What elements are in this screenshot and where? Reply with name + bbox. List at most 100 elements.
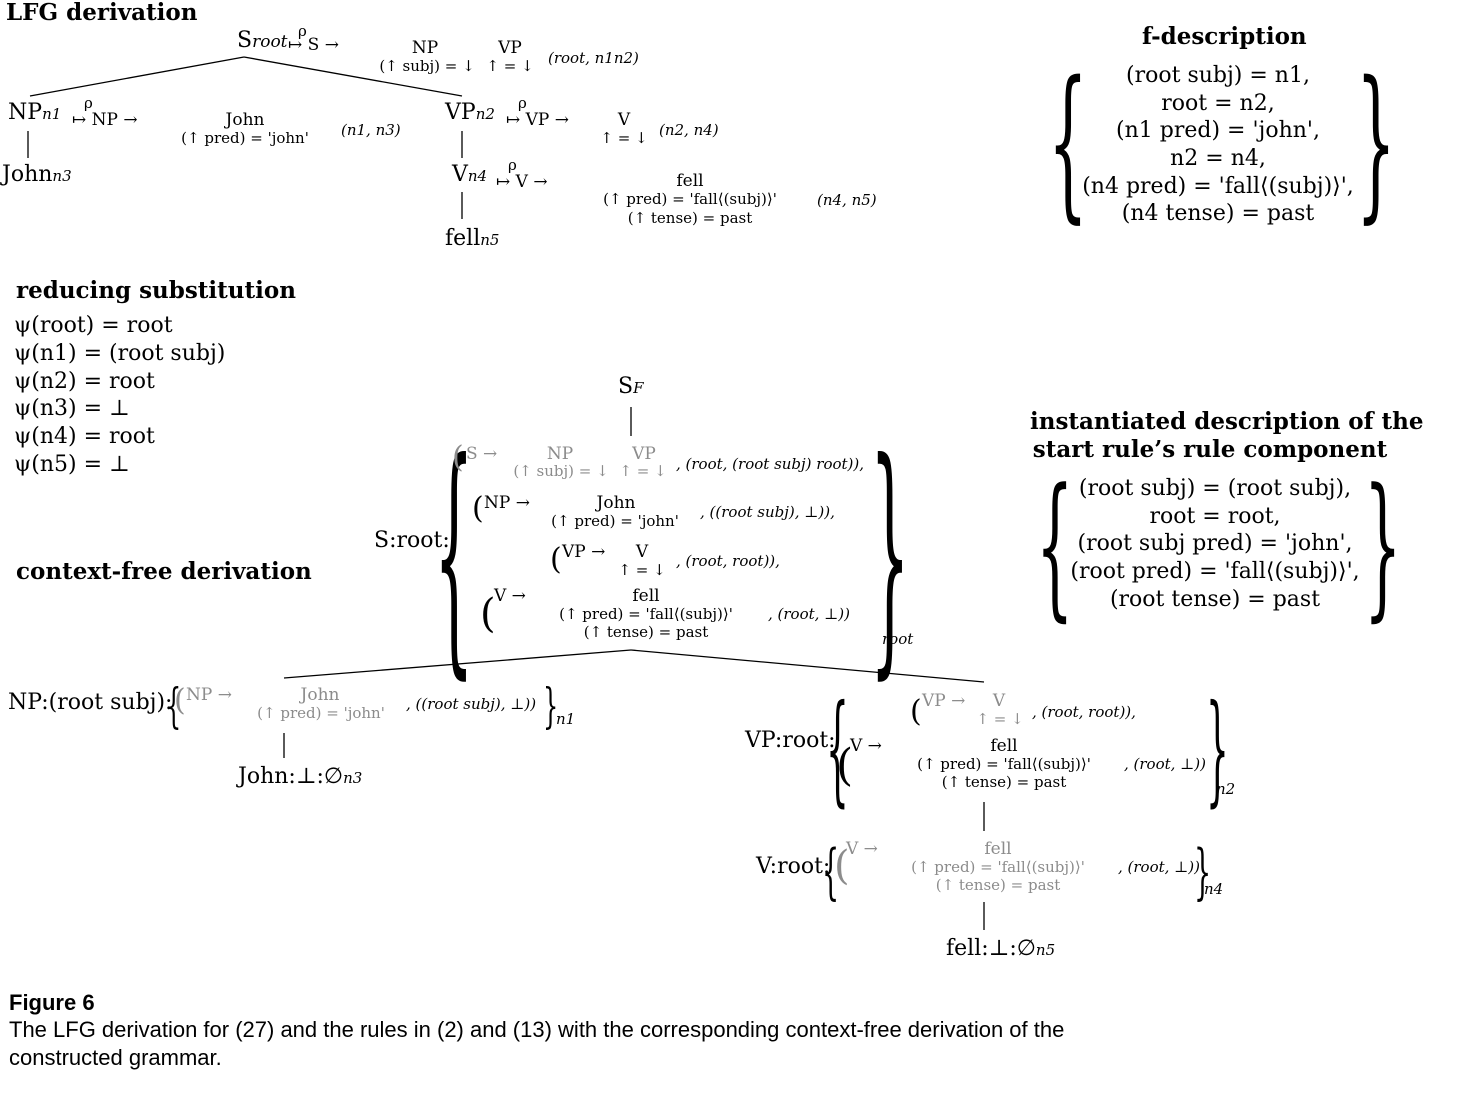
cf-vp-label: VP:root: xyxy=(745,728,836,753)
cf-s-rule4-ann-pred: (↑ pred) = 'fall⟨(subj)⟩' xyxy=(559,605,733,623)
lfg-s-rhs-np: NP xyxy=(411,38,439,58)
cf-john-leaf: John:⊥:∅n3 xyxy=(238,764,363,789)
cf-s-rule4-ann-tense: (↑ tense) = past xyxy=(583,623,709,641)
cf-s-rule2-open: ( xyxy=(472,491,484,526)
cf-v-rule-open: ( xyxy=(834,843,850,889)
cf-v-rule-ann-tense: (↑ tense) = past xyxy=(935,876,1061,894)
heading-instantiated-1: instantiated description of the xyxy=(1030,408,1424,435)
instantiated-line-2: root = root, xyxy=(1149,504,1281,529)
cf-start-symbol: SF xyxy=(618,374,644,399)
cf-np-right-brace: } xyxy=(543,678,559,734)
lfg-v-pair: (n4, n5) xyxy=(817,191,877,209)
cf-v-left-brace: { xyxy=(822,837,840,907)
lfg-s-rhs-np-annotation: (↑ subj) = ↓ xyxy=(379,57,475,75)
heading-instantiated-2: start rule’s rule component xyxy=(1032,436,1388,463)
cf-vp-rule2-tail: , (root, ⊥)) xyxy=(1124,755,1206,773)
figure-caption-line-2: constructed grammar. xyxy=(9,1045,222,1070)
instantiated-left-brace: { xyxy=(1036,455,1074,636)
rho-label-np: ρ xyxy=(84,94,93,112)
psi-line-3: ψ(n2) = root xyxy=(14,369,155,394)
cf-np-rule-tail: , ((root subj), ⊥)) xyxy=(406,695,537,713)
f-description-left-brace: { xyxy=(1048,46,1088,238)
figure-caption-line-1: The LFG derivation for (27) and the rule… xyxy=(9,1017,1065,1042)
cf-s-rule3-tail: , (root, root)), xyxy=(676,552,780,570)
cf-v-rule-ann-pred: (↑ pred) = 'fall⟨(subj)⟩' xyxy=(911,858,1085,876)
f-description-line-5: (n4 pred) = 'fall⟨(subj)⟩', xyxy=(1082,174,1354,199)
cf-s-rule1-np: NP xyxy=(546,444,574,464)
cf-np-subscript: n1 xyxy=(556,710,576,728)
cf-vp-rule1-ann: ↑ = ↓ xyxy=(976,710,1024,728)
cf-s-rule4-lhs: V → xyxy=(494,586,526,606)
cf-s-right-brace: } xyxy=(870,409,910,700)
lfg-vp-rule-arrow: ↦ VP → xyxy=(506,110,570,130)
cf-vp-rule1-v: V xyxy=(992,691,1006,711)
psi-line-5: ψ(n4) = root xyxy=(14,424,155,449)
cf-np-rule-open: ( xyxy=(174,683,186,718)
lfg-v-rule-arrow: ↦ V → xyxy=(496,172,548,192)
cf-s-rule1-vp-ann: ↑ = ↓ xyxy=(619,462,667,480)
psi-line-6: ψ(n5) = ⊥ xyxy=(14,452,130,477)
lfg-np-rhs-john: John xyxy=(225,110,265,130)
lfg-s-pair: (root, n1n2) xyxy=(548,49,639,67)
instantiated-line-5: (root tense) = past xyxy=(1109,587,1321,612)
cf-s-rule1-tail: , (root, (root subj) root)), xyxy=(676,455,865,473)
instantiated-right-brace: } xyxy=(1364,455,1402,636)
cf-np-left-brace: { xyxy=(166,678,182,734)
f-description-line-2: root = n2, xyxy=(1161,91,1275,116)
instantiated-line-1: (root subj) = (root subj), xyxy=(1078,476,1352,501)
psi-line-1: ψ(root) = root xyxy=(14,313,173,338)
lfg-s-rhs-vp-annotation: ↑ = ↓ xyxy=(486,57,534,75)
cf-vp-rule2-ann-tense: (↑ tense) = past xyxy=(941,773,1067,791)
cf-vp-rule2-fell: fell xyxy=(990,736,1018,756)
heading-context-free-derivation: context-free derivation xyxy=(16,558,312,585)
instantiated-line-4: (root pred) = 'fall⟨(subj)⟩', xyxy=(1070,559,1360,584)
cf-s-rule2-ann: (↑ pred) = 'john' xyxy=(551,512,679,530)
cf-vp-left-brace: { xyxy=(826,680,849,819)
lfg-v-annotation-tense: (↑ tense) = past xyxy=(627,209,753,227)
cf-vp-rule1-open: ( xyxy=(910,694,922,729)
instantiated-line-3: (root subj pred) = 'john', xyxy=(1077,531,1353,556)
cf-v-right-brace: } xyxy=(1194,837,1212,907)
lfg-john-leaf: Johnn3 xyxy=(2,162,72,187)
heading-lfg-derivation: LFG derivation xyxy=(6,0,198,26)
cf-s-rule3-ann: ↑ = ↓ xyxy=(618,561,666,579)
cf-s-rule3-v: V xyxy=(635,542,649,562)
cf-v-label: V:root: xyxy=(756,854,831,879)
cf-s-label: S:root: xyxy=(374,528,450,553)
cf-np-label: NP:(root subj): xyxy=(8,690,173,715)
cf-s-left-brace: { xyxy=(434,409,474,700)
rho-label-vp: ρ xyxy=(518,94,527,112)
cf-v-rule-lhs: V → xyxy=(846,839,878,859)
f-description-line-6: (n4 tense) = past xyxy=(1121,201,1315,226)
lfg-s-root-node: Sroot xyxy=(237,28,288,53)
f-description-line-1: (root subj) = n1, xyxy=(1126,63,1310,88)
cf-s-rule2-john: John xyxy=(596,493,636,513)
lfg-s-rhs-vp: VP xyxy=(498,38,522,58)
cf-s-rule4-tail: , (root, ⊥)) xyxy=(768,605,850,623)
lfg-np-pair: (n1, n3) xyxy=(341,121,401,139)
cf-v-rule-fell: fell xyxy=(984,839,1012,859)
lfg-v-rhs-fell: fell xyxy=(676,171,704,191)
rho-label-v: ρ xyxy=(508,156,517,174)
cf-v-rule-tail: , (root, ⊥)) xyxy=(1118,858,1200,876)
f-description-line-3: (n1 pred) = 'john', xyxy=(1116,118,1320,143)
cf-np-rule-lhs: NP → xyxy=(186,685,232,705)
cf-np-rule-john: John xyxy=(300,685,340,705)
edge-s-vp xyxy=(243,56,463,97)
heading-reducing-substitution: reducing substitution xyxy=(16,277,296,304)
f-description-right-brace: } xyxy=(1356,46,1396,238)
heading-f-description: f-description xyxy=(1142,23,1307,50)
edge-s-vp-cf xyxy=(630,649,985,683)
cf-s-rule4-open: ( xyxy=(480,591,496,637)
lfg-vp-rhs-v: V xyxy=(617,110,631,130)
cf-s-rule1-vp: VP xyxy=(632,444,656,464)
cf-fell-leaf: fell:⊥:∅n5 xyxy=(946,936,1056,961)
psi-line-2: ψ(n1) = (root subj) xyxy=(14,341,226,366)
cf-s-rule3-lhs: VP → xyxy=(562,542,606,562)
lfg-np-node: NPn1 xyxy=(8,100,62,125)
lfg-s-rule-arrow: ↦ S → xyxy=(288,35,339,55)
cf-s-rule1-lhs: S → xyxy=(466,444,498,464)
cf-s-rule1-open: ( xyxy=(452,440,464,475)
cf-vp-rule1-lhs: VP → xyxy=(922,691,966,711)
cf-vp-rule2-ann-pred: (↑ pred) = 'fall⟨(subj)⟩' xyxy=(917,755,1091,773)
